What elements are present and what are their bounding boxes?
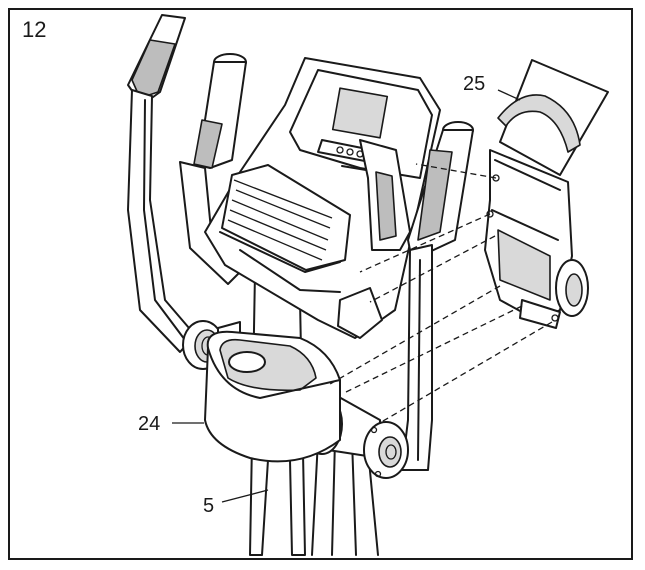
left-handlebar-arm: [127, 14, 196, 353]
right-handlebar-arm: [401, 121, 474, 471]
callout-24: 24: [138, 413, 160, 435]
step-number: 12: [22, 17, 46, 42]
leader-line-5: [221, 489, 269, 503]
callout-5: 5: [203, 495, 214, 517]
alignment-lines: [329, 163, 553, 425]
leader-line-25: [497, 89, 521, 101]
front-cover-part-25: [484, 59, 609, 329]
shroud-part-24: [204, 330, 341, 463]
callout-25: 25: [463, 73, 485, 95]
console: [204, 57, 441, 339]
